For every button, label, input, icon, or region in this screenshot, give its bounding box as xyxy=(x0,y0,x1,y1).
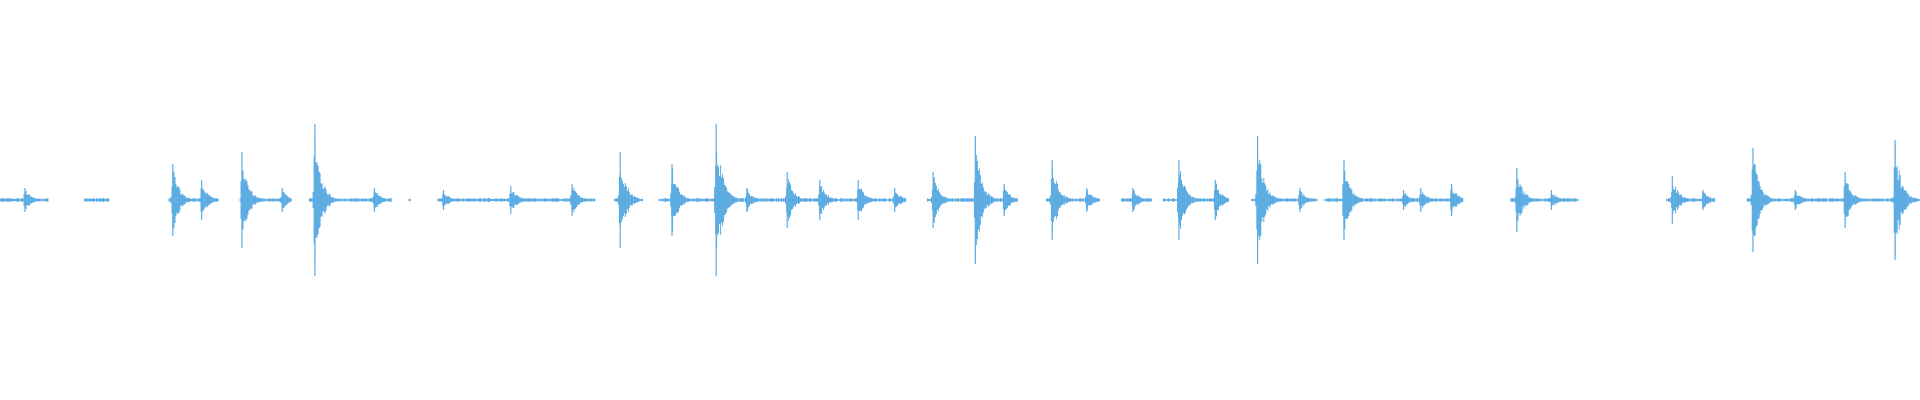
waveform-segment xyxy=(239,152,292,248)
waveform-segment xyxy=(84,198,110,202)
waveform-segment xyxy=(1324,160,1464,240)
waveform-segment xyxy=(1746,140,1920,260)
waveform-segment xyxy=(1251,136,1318,264)
waveform-segment xyxy=(437,184,596,216)
waveform-segment xyxy=(1045,160,1101,240)
waveform-segment xyxy=(613,152,644,248)
waveform-segment xyxy=(1666,176,1716,224)
waveform-segment xyxy=(1120,188,1152,212)
waveform-segment xyxy=(0,188,49,212)
waveform-segment xyxy=(1510,168,1579,232)
waveform-track xyxy=(0,124,1920,276)
waveform-segment xyxy=(1163,160,1229,240)
waveform-segment xyxy=(658,124,907,276)
waveform-segment xyxy=(926,136,1018,264)
waveform-segment xyxy=(168,164,219,236)
waveform-segment xyxy=(308,124,392,276)
waveform-segment xyxy=(408,198,411,202)
